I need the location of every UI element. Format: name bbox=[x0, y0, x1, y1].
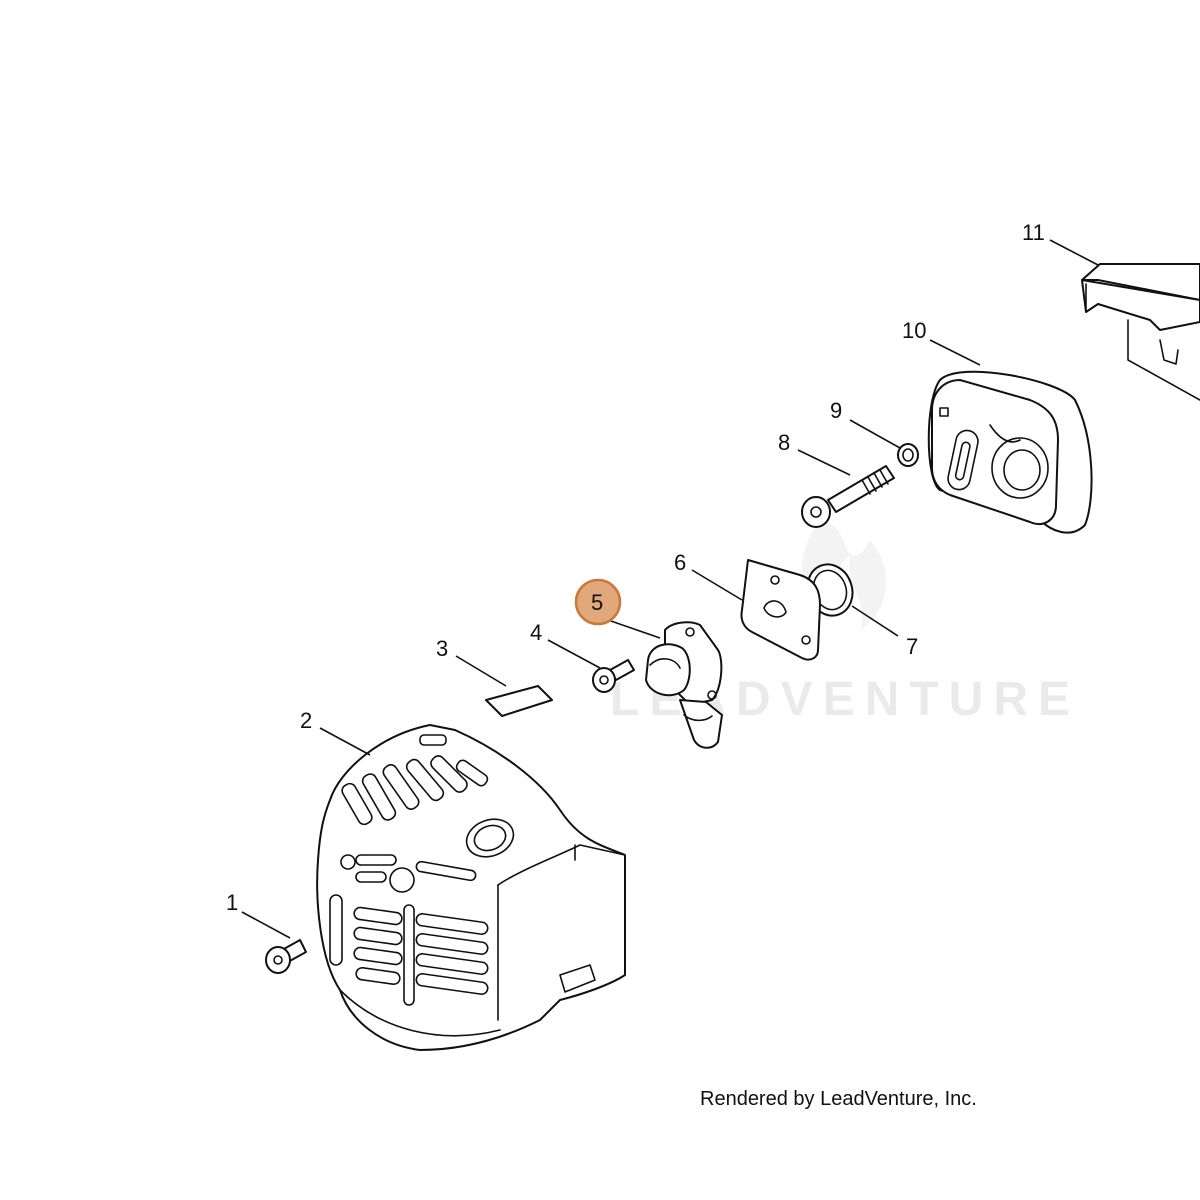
leader-line-10 bbox=[929, 339, 981, 366]
callout-3[interactable]: 3 bbox=[436, 636, 448, 661]
leader-line-7 bbox=[851, 605, 899, 637]
part-1-bolt[interactable] bbox=[265, 939, 307, 974]
part-9-washer[interactable] bbox=[897, 443, 919, 467]
callout-2[interactable]: 2 bbox=[300, 708, 312, 733]
callout-5[interactable]: 5 bbox=[591, 590, 603, 615]
leader-line-5 bbox=[607, 619, 661, 639]
part-3-label[interactable] bbox=[485, 685, 553, 717]
render-credit: Rendered by LeadVenture, Inc. bbox=[700, 1088, 977, 1110]
leader-line-8 bbox=[797, 449, 851, 476]
part-10-muffler[interactable] bbox=[927, 370, 1093, 534]
callout-5-highlight[interactable] bbox=[574, 578, 622, 626]
callout-labels: 1 2 3 4 5 6 7 8 9 10 11 bbox=[226, 220, 1045, 915]
part-8-bolt[interactable] bbox=[801, 465, 895, 528]
leader-line-2 bbox=[319, 727, 371, 756]
cover-vent-slots bbox=[329, 734, 489, 1006]
part-11-heat-shield[interactable] bbox=[1081, 263, 1200, 401]
callout-10[interactable]: 10 bbox=[902, 318, 926, 343]
callout-9[interactable]: 9 bbox=[830, 398, 842, 423]
leader-line-3 bbox=[455, 655, 507, 687]
callout-4[interactable]: 4 bbox=[530, 620, 542, 645]
leader-line-6 bbox=[691, 569, 743, 601]
leader-lines bbox=[241, 239, 1099, 939]
part-4-screw[interactable] bbox=[592, 659, 635, 693]
callout-11[interactable]: 11 bbox=[1022, 220, 1045, 245]
leader-line-11 bbox=[1049, 239, 1099, 266]
callout-6[interactable]: 6 bbox=[674, 550, 686, 575]
leader-line-4 bbox=[547, 639, 601, 669]
leader-line-9 bbox=[849, 419, 901, 449]
callout-1[interactable]: 1 bbox=[226, 890, 238, 915]
callout-7[interactable]: 7 bbox=[906, 634, 918, 659]
callout-8[interactable]: 8 bbox=[778, 430, 790, 455]
part-2-engine-cover[interactable] bbox=[316, 724, 626, 1051]
part-6-gasket-plate[interactable] bbox=[740, 559, 821, 661]
part-5-exhaust-outlet[interactable] bbox=[645, 621, 723, 749]
leader-line-1 bbox=[241, 911, 291, 939]
